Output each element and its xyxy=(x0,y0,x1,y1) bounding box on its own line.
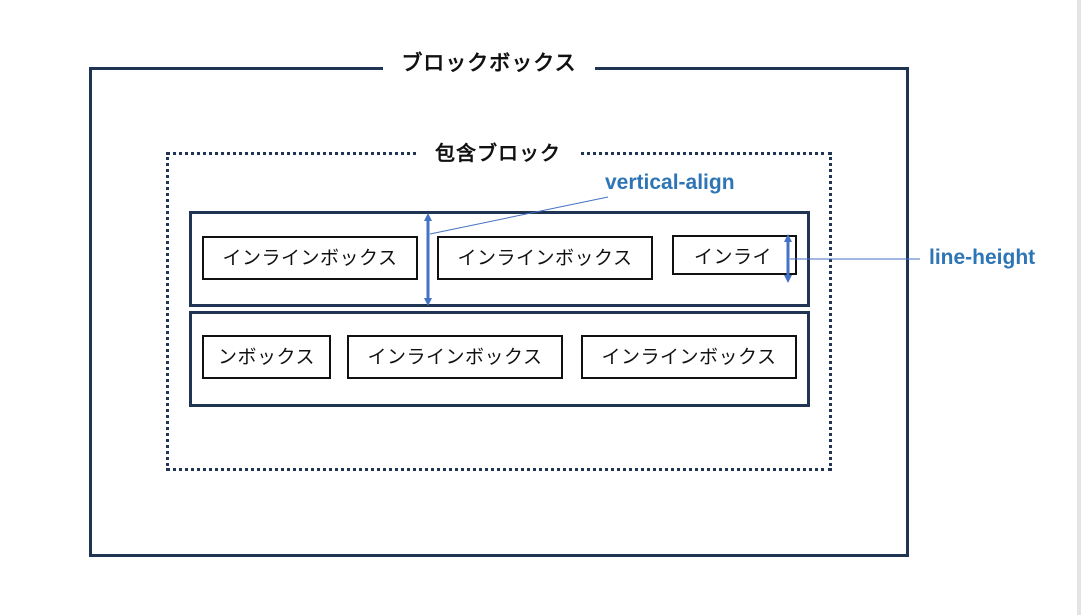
inline-box: インラインボックス xyxy=(437,236,653,280)
block-box-label: ブロックボックス xyxy=(383,46,595,80)
line-height-label: line-height xyxy=(929,246,1036,269)
inline-box-partial-start: インライ xyxy=(672,235,797,275)
vertical-align-label: vertical-align xyxy=(605,171,735,194)
inline-box: インラインボックス xyxy=(581,335,797,379)
inline-box: インラインボックス xyxy=(202,236,418,280)
window-right-edge xyxy=(1077,0,1081,615)
containing-block-label: 包含ブロック xyxy=(416,137,580,169)
inline-box: インラインボックス xyxy=(347,335,563,379)
inline-box-partial-end: ンボックス xyxy=(202,335,331,379)
